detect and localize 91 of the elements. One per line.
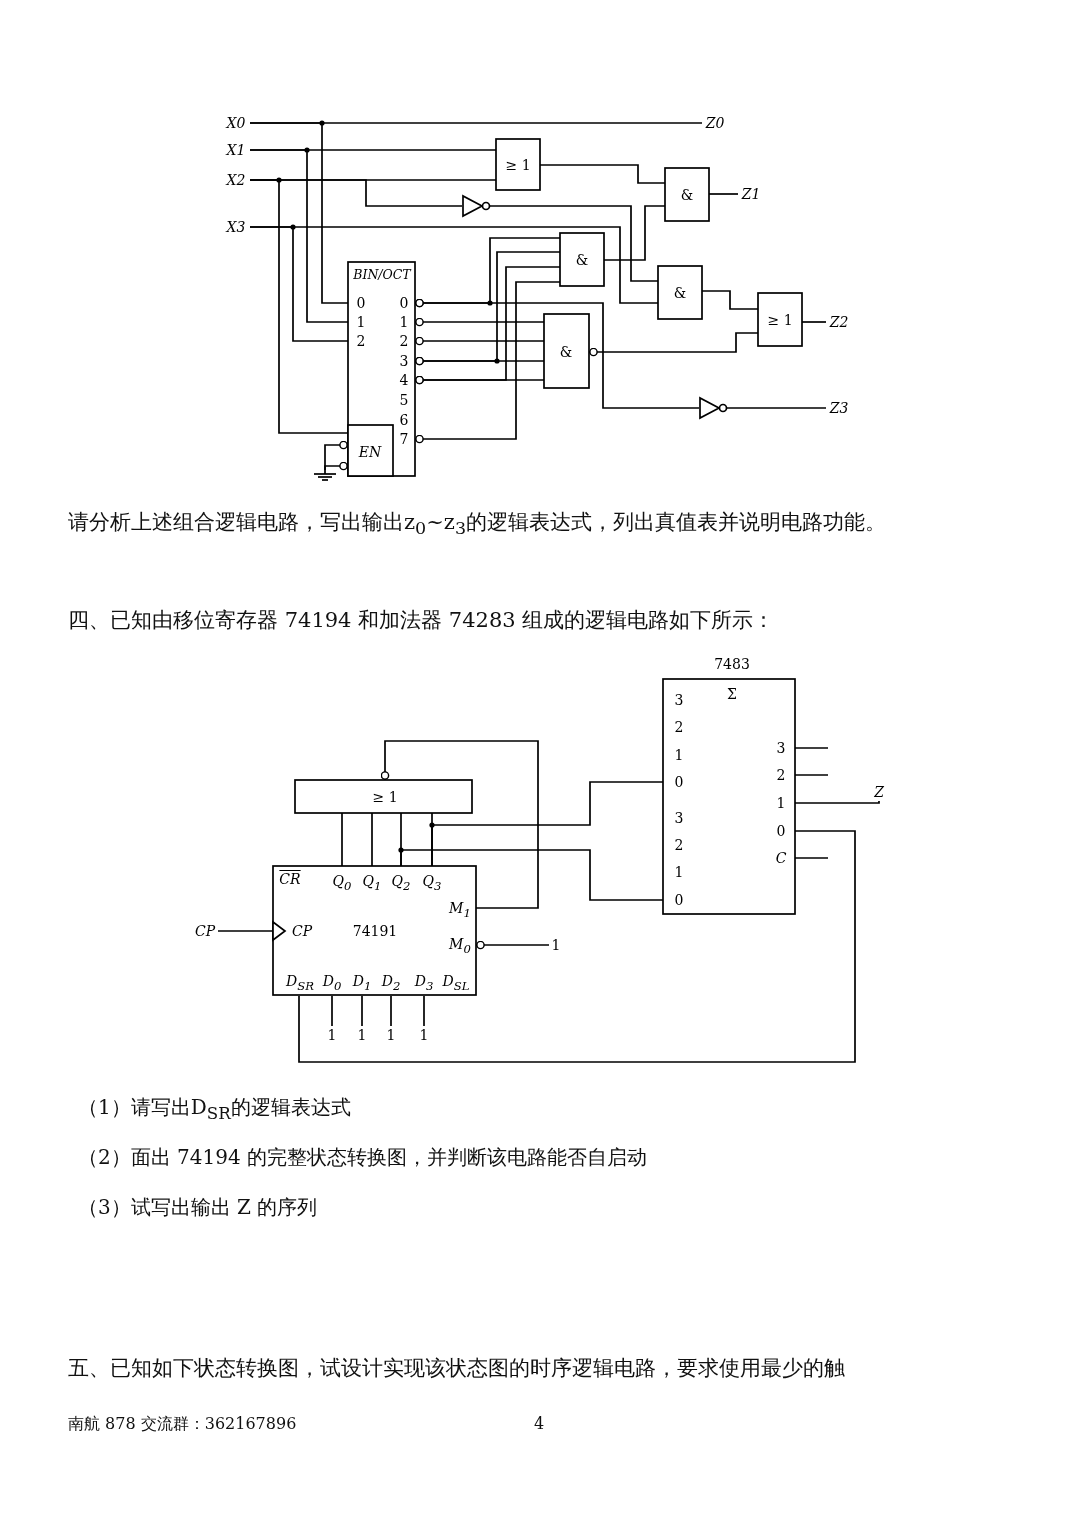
question-heading: 五、已知如下状态转换图，试设计实现该状态图的时序逻辑电路，要求使用最少的触: [68, 1355, 845, 1382]
wire: [341, 812, 343, 867]
gate-symbol-label: &: [680, 188, 694, 202]
wire: [390, 995, 392, 1027]
pin-label: EN: [358, 445, 382, 459]
output-label: Z3: [826, 399, 852, 417]
footer-text: 南航 878 交流群：362167896: [68, 1414, 297, 1435]
constant-label: 1: [325, 1026, 339, 1044]
pin-label: 1: [776, 796, 786, 810]
pin-label: CP: [291, 924, 313, 938]
wire: [217, 930, 274, 932]
gate-symbol-label: &: [673, 286, 687, 300]
chip-title: 7483: [714, 657, 750, 671]
wire: [249, 179, 349, 434]
pin-label: 1: [356, 315, 366, 329]
pin-label: 3: [674, 693, 684, 707]
gate-symbol-label: ≥ 1: [767, 313, 793, 327]
pin-label: Q$_{0}$: [332, 873, 352, 893]
pin-label: 1: [674, 748, 684, 762]
gate-symbol-label: &: [575, 253, 589, 267]
wire: [423, 995, 425, 1027]
output-label: Z: [870, 783, 888, 801]
pin-label: D$_{SL}$: [442, 973, 470, 993]
wire: [371, 812, 373, 867]
wire: [431, 781, 664, 867]
pin-label: Q$_{1}$: [362, 873, 382, 893]
wire: [400, 849, 664, 901]
wire: [249, 226, 659, 304]
pin-label: 0: [674, 893, 684, 907]
input-label: X1: [222, 141, 250, 159]
pin-label: 2: [674, 838, 684, 852]
wire: [324, 461, 349, 471]
constant-label: 1: [417, 1026, 431, 1044]
pin-label: 0: [776, 824, 786, 838]
wire: [298, 830, 856, 1063]
pin-label: 2: [399, 334, 409, 348]
chip-title: 74191: [352, 924, 398, 938]
pin-label: 0: [356, 296, 366, 310]
pin-label: 6: [399, 413, 409, 427]
pin-label: 1: [674, 865, 684, 879]
pin-label: M$_{1}$: [449, 900, 471, 920]
question-text: 请分析上述组合逻辑电路，写出输出z$_{0}$~z$_{3}$的逻辑表达式，列出真值表并说明电路功能。: [68, 509, 887, 539]
pin-label: 0: [674, 775, 684, 789]
page-number: 4: [534, 1414, 545, 1433]
input-label: X3: [222, 218, 250, 236]
pin-label: 3: [399, 354, 409, 368]
input-label: X0: [222, 114, 250, 132]
pin-label: D$_{3}$: [414, 973, 434, 993]
chip-title: BIN/OCT: [353, 268, 411, 282]
gate-symbol-label: ≥ 1: [505, 158, 531, 172]
constant-label: 1: [355, 1026, 369, 1044]
pin-label: 3: [674, 811, 684, 825]
pin-label: M$_{0}$: [449, 936, 471, 956]
pin-label: 0: [399, 296, 409, 310]
pin-label: 2: [356, 334, 366, 348]
pin-label: C: [775, 851, 787, 865]
output-label: Z1: [738, 185, 764, 203]
pin-label: 2: [776, 768, 786, 782]
pin-label: D$_{2}$: [381, 973, 401, 993]
pin-label: D$_{SR}$: [286, 973, 314, 993]
constant-label: 1: [384, 1026, 398, 1044]
pin-label: 4: [399, 373, 409, 387]
question-text: （1）请写出D$_{SR}$的逻辑表达式: [78, 1094, 351, 1123]
gate-symbol-label: &: [559, 345, 573, 359]
pin-label: D$_{0}$: [322, 973, 342, 993]
pin-label: 7: [399, 432, 409, 446]
wire: [361, 995, 363, 1027]
wire: [380, 740, 539, 909]
pin-label: 3: [776, 741, 786, 755]
pin-label: 2: [674, 720, 684, 734]
pin-label: 1: [399, 315, 409, 329]
question-text: （3）试写出输出 Z 的序列: [78, 1194, 318, 1221]
output-label: Z2: [826, 313, 852, 331]
wire: [249, 122, 349, 304]
input-label: CP: [192, 922, 218, 940]
wire: [249, 149, 349, 323]
pin-label: Q$_{3}$: [422, 873, 442, 893]
gate-symbol-label: ≥ 1: [372, 790, 398, 804]
pin-label: CR: [279, 872, 301, 886]
pin-label: 5: [399, 393, 409, 407]
constant-label: 1: [549, 936, 563, 954]
pin-label: Q$_{2}$: [391, 873, 411, 893]
question-heading: 四、已知由移位寄存器 74194 和加法器 74283 组成的逻辑电路如下所示：: [68, 607, 775, 634]
wire: [489, 205, 659, 282]
pin-label: D$_{1}$: [352, 973, 372, 993]
wire: [331, 995, 333, 1027]
wire: [726, 407, 827, 409]
output-label: Z0: [702, 114, 728, 132]
input-label: X2: [222, 171, 250, 189]
sum-symbol: Σ: [727, 687, 737, 701]
question-text: （2）面出 74194 的完整状态转换图，并判断该电路能否自启动: [78, 1144, 648, 1171]
